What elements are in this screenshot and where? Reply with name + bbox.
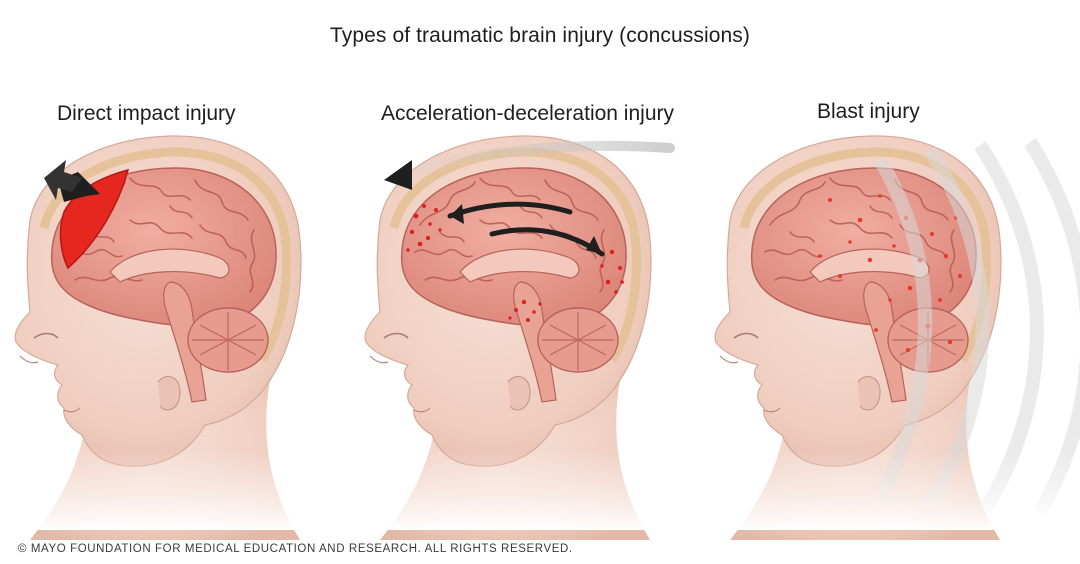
contusion-spots bbox=[406, 204, 624, 322]
page-title: Types of traumatic brain injury (concuss… bbox=[330, 24, 750, 47]
panel-label-blast: Blast injury bbox=[817, 100, 920, 123]
impact-arrow-icon bbox=[44, 160, 100, 202]
panel-label-direct-impact: Direct impact injury bbox=[57, 102, 236, 125]
motion-arrow-icon bbox=[384, 140, 675, 190]
panel-label-acceleration-deceleration: Acceleration-deceleration injury bbox=[381, 102, 674, 125]
copyright-notice: © MAYO FOUNDATION FOR MEDICAL EDUCATION … bbox=[18, 543, 573, 555]
acceleration-head bbox=[365, 136, 651, 540]
